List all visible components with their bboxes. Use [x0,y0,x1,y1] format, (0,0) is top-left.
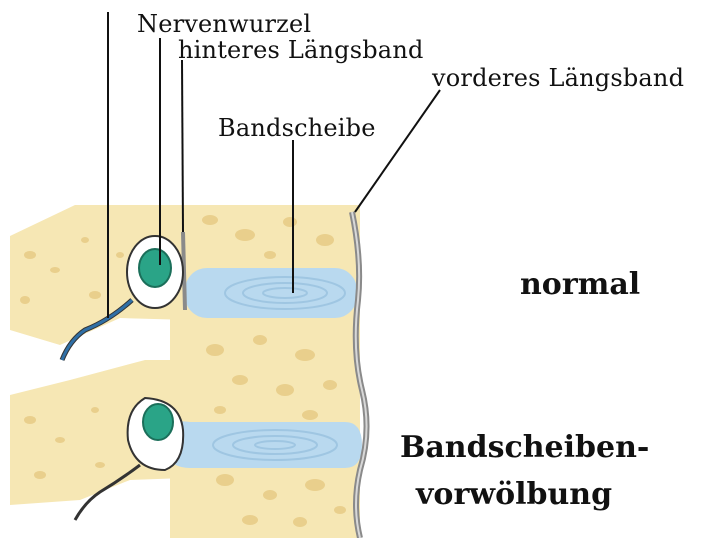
label-anterior-ligament: vorderes Längsband [432,66,684,90]
label-state-bulge-line1: Bandscheiben- [400,433,649,463]
disc-lower [168,421,362,468]
label-nerve-root: Nervenwurzel [137,12,311,36]
label-disc: Bandscheibe [218,116,376,140]
label-state-bulge-line2: vorwölbung [416,480,612,510]
label-posterior-ligament: hinteres Längsband [178,38,424,62]
label-state-normal: normal [520,270,640,300]
disc-upper [185,268,357,318]
vertebral-bodies [170,205,360,538]
